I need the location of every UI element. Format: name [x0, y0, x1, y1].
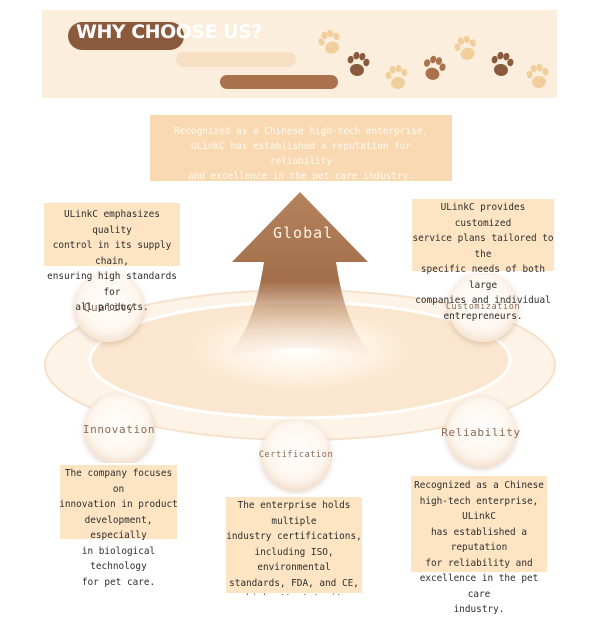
paw-print-icon: [525, 62, 551, 90]
title-pill: [68, 22, 184, 50]
paw-print-icon: [315, 27, 345, 58]
paw-print-icon: [489, 50, 515, 78]
decor-pill-dark: [220, 75, 338, 89]
certification-circle: Certification: [258, 420, 334, 490]
paw-print-icon: [420, 53, 448, 83]
paw-prints-decoration: [315, 27, 551, 91]
intro-text: Recognized as a Chinese high-tech enterp…: [174, 126, 428, 182]
customization-text: ULinkC provides customized service plans…: [412, 202, 554, 322]
paw-print-icon: [384, 63, 410, 91]
paw-print-icon: [452, 33, 480, 63]
arrow-shape: [228, 192, 372, 355]
intro-box: Recognized as a Chinese high-tech enterp…: [150, 115, 452, 182]
quality-circle: Quality: [74, 272, 144, 342]
innovation-circle: Innovation: [82, 394, 156, 464]
reliability-text: Recognized as a Chinese high-tech enterp…: [414, 480, 544, 615]
innovation-text: The company focuses on innovation in pro…: [59, 468, 178, 588]
center-graphic: [44, 192, 556, 441]
certification-label: Certification: [258, 450, 334, 460]
quality-info-box: ULinkC emphasizes quality control in its…: [42, 201, 182, 313]
innovation-info-box: The company focuses on innovation in pro…: [58, 463, 179, 588]
reliability-label: Reliability: [441, 425, 521, 439]
customization-label: Customization: [445, 302, 521, 312]
quality-text: ULinkC emphasizes quality control in its…: [47, 209, 177, 313]
decor-pill-light: [176, 52, 296, 67]
customization-info-box: ULinkC provides customized service plans…: [410, 197, 556, 322]
reliability-circle: Reliability: [441, 397, 520, 467]
inner-glow: [175, 305, 425, 395]
certification-text: The enterprise holds multiple industry c…: [226, 500, 362, 595]
reliability-info-box: Recognized as a Chinese high-tech enterp…: [409, 474, 549, 615]
page-title: WHY CHOOSE US?: [76, 21, 262, 43]
innovation-label: Innovation: [82, 422, 156, 436]
global-label: Global: [273, 224, 334, 242]
customization-circle: Customization: [445, 272, 521, 342]
paw-print-icon: [345, 50, 371, 78]
quality-label: Quality: [83, 300, 135, 314]
certification-info-box: The enterprise holds multiple industry c…: [224, 495, 364, 595]
